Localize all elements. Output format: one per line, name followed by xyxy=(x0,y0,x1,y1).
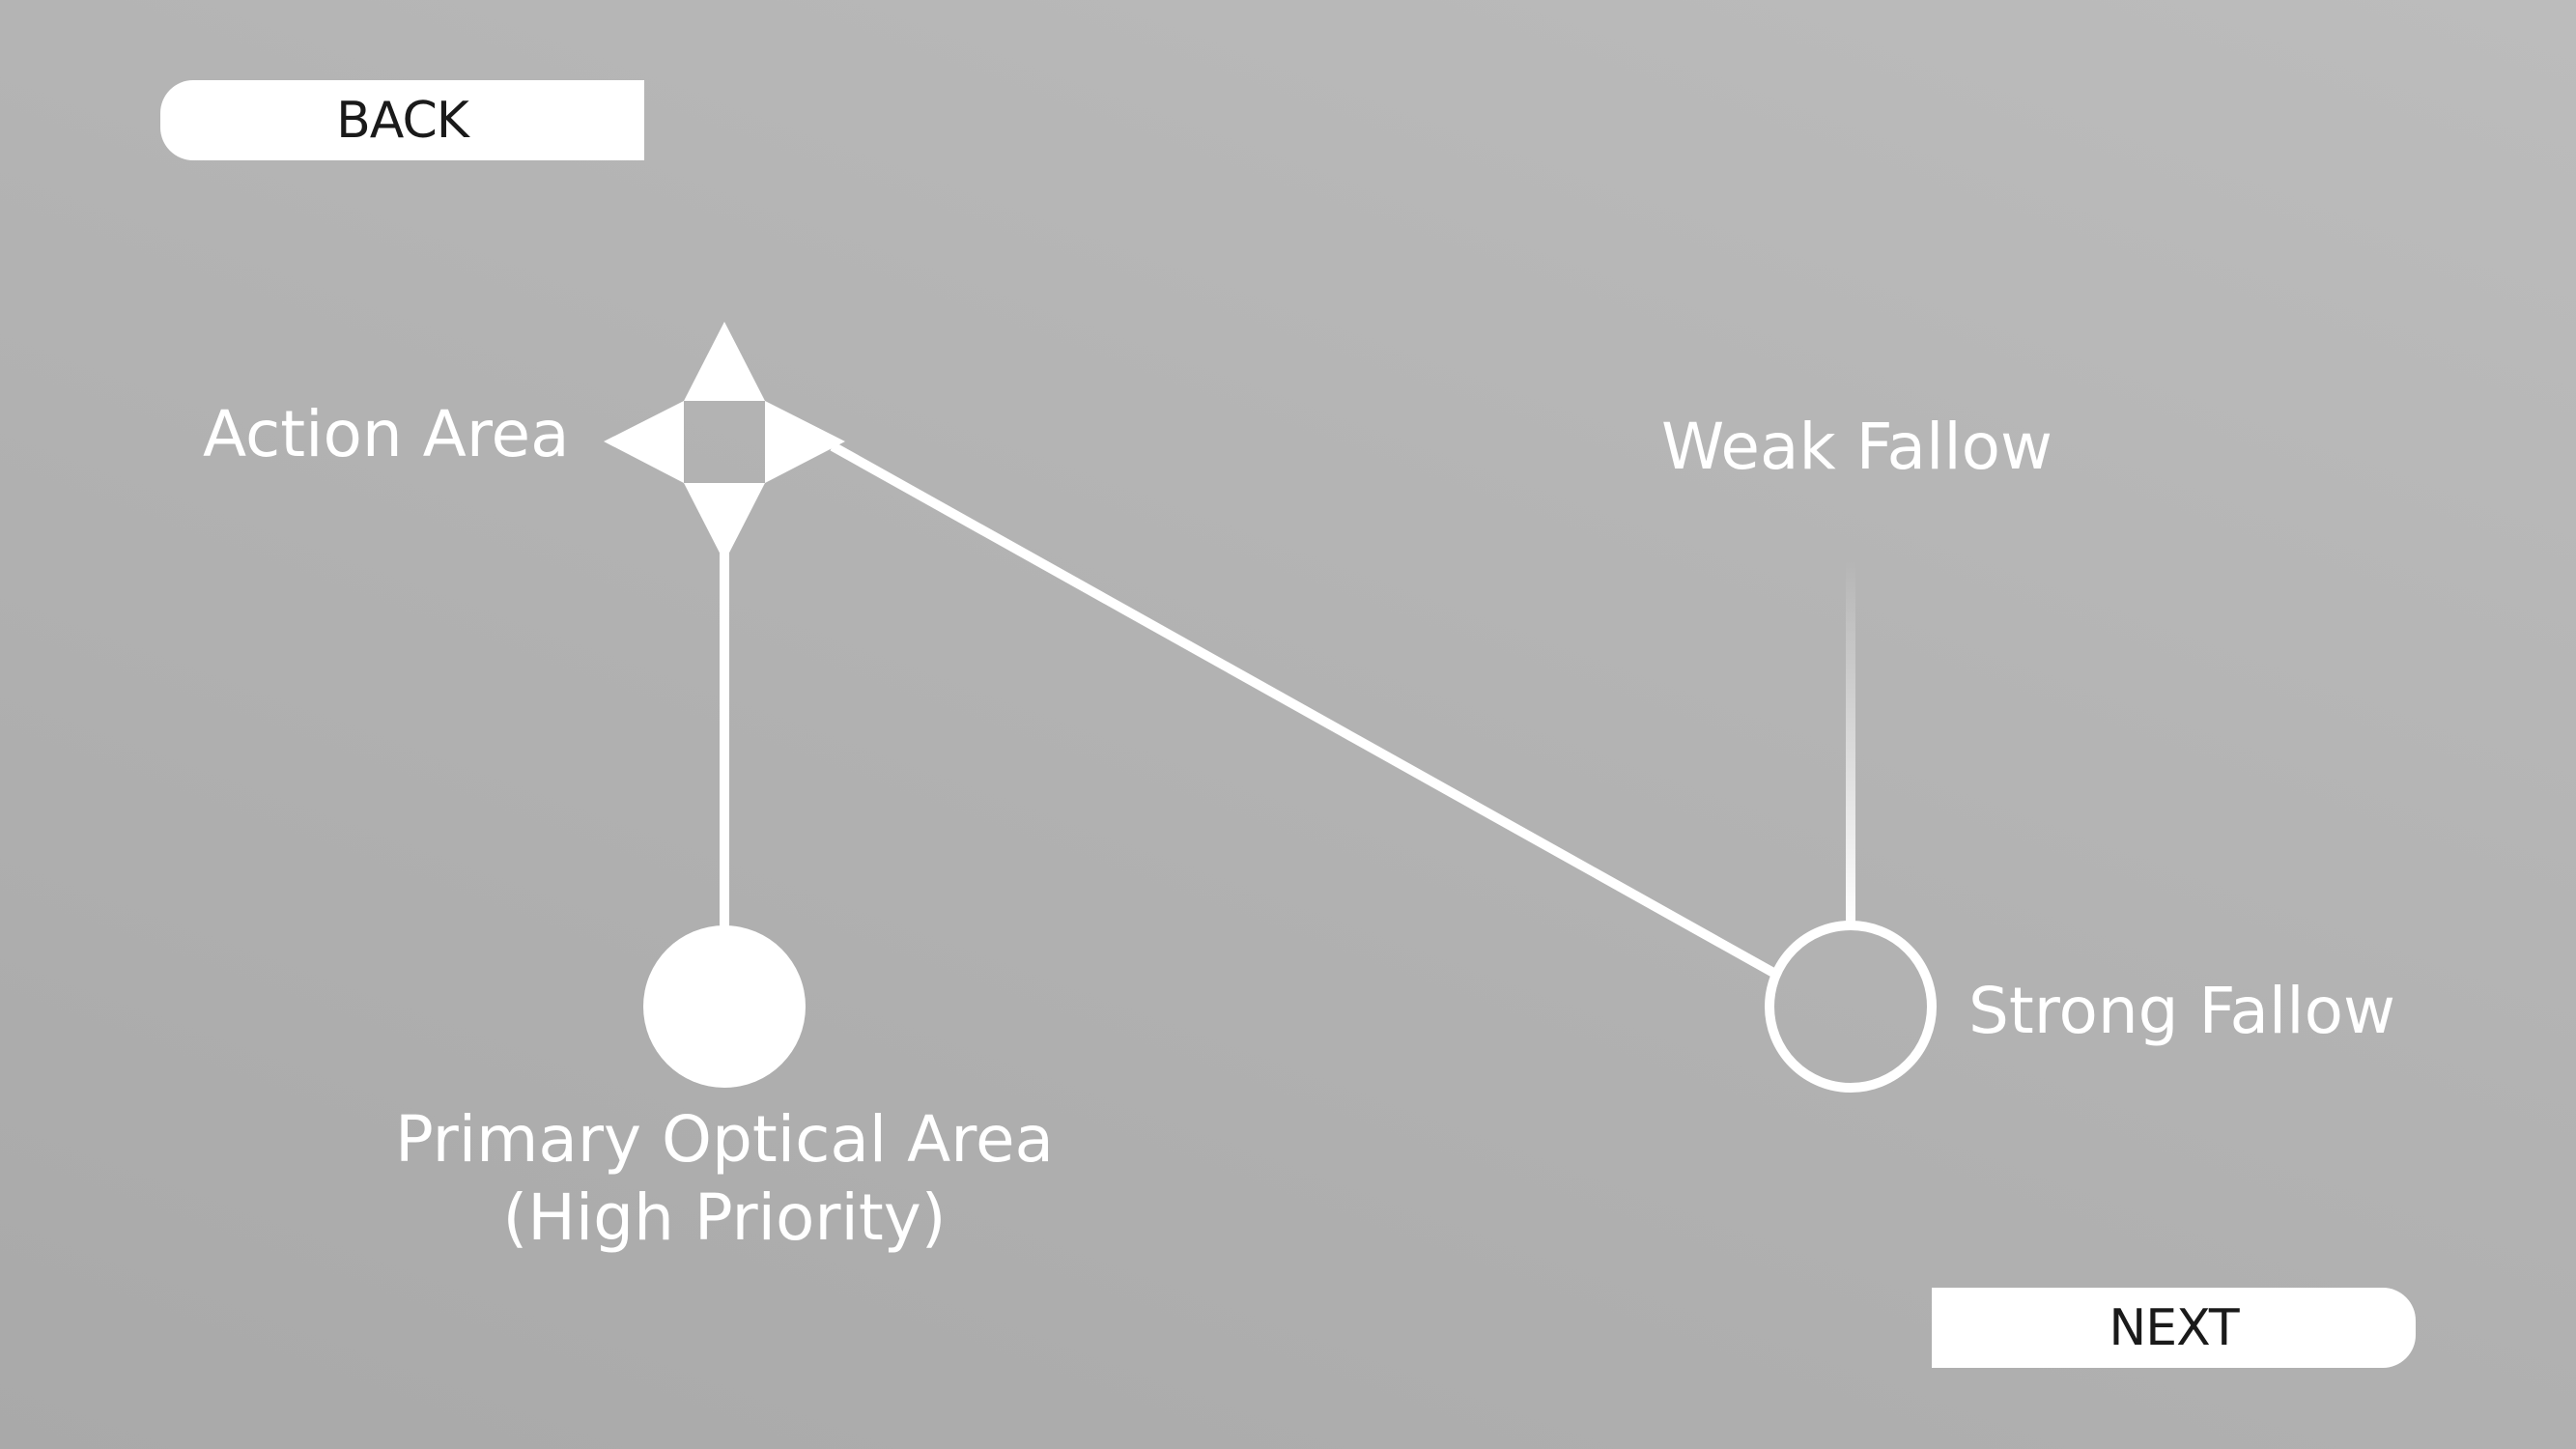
weak-fallow-line xyxy=(1846,560,1855,923)
primary-optical-area-subtitle: (High Priority) xyxy=(502,1179,947,1255)
action-area-label: Action Area xyxy=(203,397,570,471)
strong-fallow-label: Strong Fallow xyxy=(1968,974,2395,1048)
weak-fallow-label: Weak Fallow xyxy=(1661,410,2053,484)
next-button[interactable]: NEXT xyxy=(1932,1288,2416,1368)
strong-fallow-ring xyxy=(1765,921,1937,1093)
back-button[interactable]: BACK xyxy=(160,80,644,160)
action-area-star-icon xyxy=(604,322,845,562)
primary-optical-area-title: Primary Optical Area xyxy=(394,1102,1054,1177)
primary-optical-area-dot xyxy=(643,925,806,1088)
primary-optical-area-label: Primary Optical Area (High Priority) xyxy=(290,1101,1159,1257)
diagonal-reading-line xyxy=(830,441,1778,979)
